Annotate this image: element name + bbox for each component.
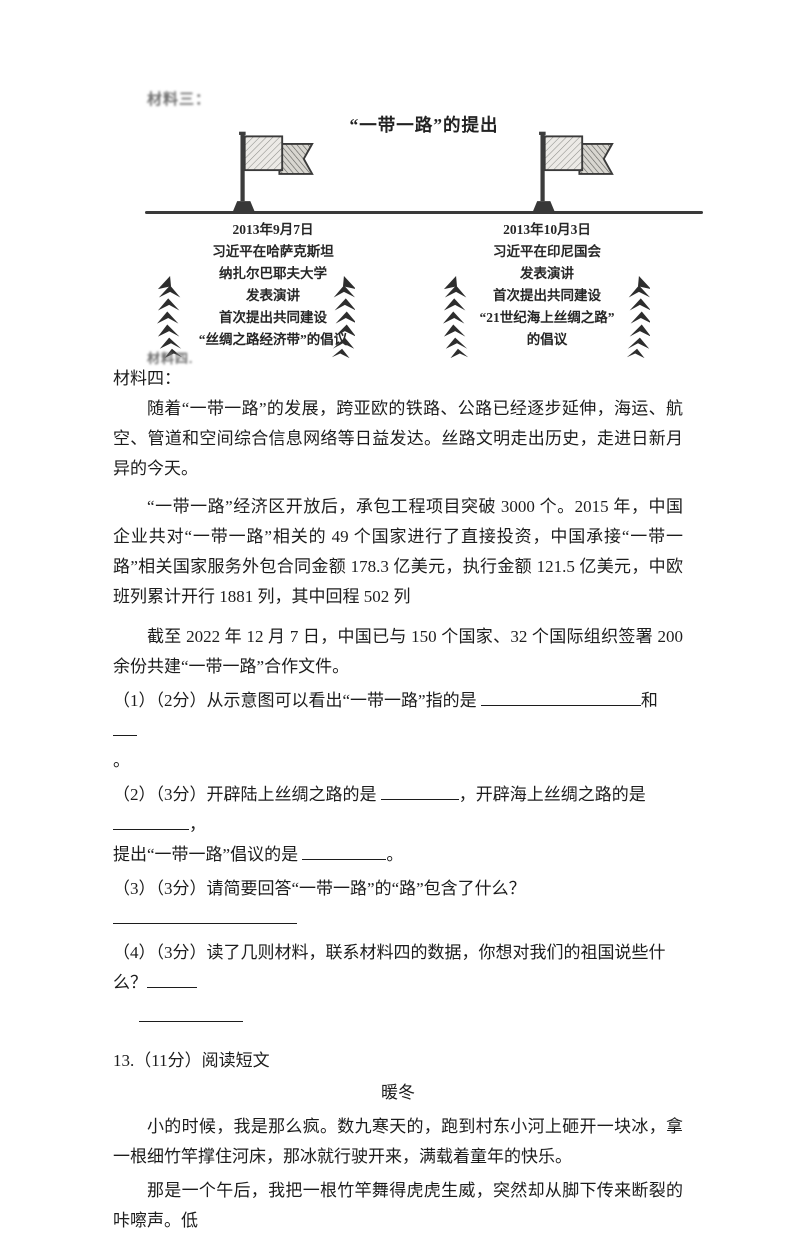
belt-and-road-diagram: “一带一路”的提出 2013年9月7日 习近平在哈萨克斯坦 纳扎尔巴耶夫大学 发… (145, 100, 703, 368)
timeline-ground-line (145, 211, 703, 214)
event-line: 纳扎尔巴耶夫大学 (219, 266, 327, 281)
flag-icon (225, 131, 315, 213)
document-body: 材料四： 随着“一带一路”的发展，跨亚欧的铁路、公路已经逐步延伸，海运、航空、管… (113, 364, 683, 1236)
answer-blank (113, 719, 137, 736)
material-3-label: 材料三： (147, 92, 212, 108)
material-4-blurry-label: 材料四. (147, 351, 194, 366)
left-event-text: 2013年9月7日 习近平在哈萨克斯坦 纳扎尔巴耶夫大学 发表演讲 首次提出共同… (158, 219, 388, 351)
question-2-line-1: （2）（3分）开辟陆上丝绸之路的是 ，开辟海上丝绸之路的是 ， (113, 780, 683, 840)
answer-blank (139, 1005, 243, 1022)
event-line: “丝绸之路经济带”的倡议 (198, 332, 348, 347)
indent-spacer (113, 1021, 139, 1022)
flag-icon (525, 131, 615, 213)
document-page: { "material3_label": "材料三：", "diagram": … (113, 92, 703, 1230)
question-3-line-1: （3）（3分）请简要回答“一带一路”的“路”包含了什么？ (113, 874, 683, 934)
answer-blank (480, 689, 641, 706)
paragraph: “一带一路”经济区开放后，承包工程项目突破 3000 个。2015 年，中国企业… (113, 497, 683, 606)
answer-blank (113, 907, 297, 924)
event-line: 的倡议 (526, 332, 568, 347)
right-event-text: 2013年10月3日 习近平在印尼国会 发表演讲 首次提出共同建设 “21世纪海… (432, 219, 662, 351)
answer-blank (147, 971, 197, 988)
event-line: 2013年9月7日 (232, 222, 314, 237)
event-line: 发表演讲 (246, 288, 300, 303)
laurel-branch-icon (622, 276, 650, 360)
question-4-line-1: （4）（3分）读了几则材料，联系材料四的数据，你想对我们的祖国说些什么？ (113, 943, 666, 992)
paragraph: 小的时候，我是那么疯。数九寒天的，跑到村东小河上砸开一块冰，拿一根细竹竿撑住河床… (113, 1117, 683, 1166)
paragraph: 那是一个午后，我把一根竹竿舞得虎虎生威，突然却从脚下传来断裂的咔嚓声。低 (113, 1181, 683, 1230)
event-line: 发表演讲 (520, 266, 574, 281)
question-1-line-2: 。 (113, 751, 130, 770)
question-1-line-1: （1）（2分）从示意图可以看出“一带一路”指的是 和 (113, 686, 683, 746)
event-line: 习近平在哈萨克斯坦 (212, 244, 334, 259)
laurel-branch-icon (327, 276, 355, 360)
event-line: 首次提出共同建设 (493, 288, 601, 303)
question-2-line-2: 提出“一带一路”倡议的是 。 (113, 840, 683, 870)
event-line: 习近平在印尼国会 (493, 244, 601, 259)
material-4-label: 材料四： (113, 369, 181, 388)
paragraph: 截至 2022 年 12 月 7 日，中国已与 150 个国家、32 个国际组织… (113, 627, 683, 676)
answer-blank (113, 813, 189, 830)
diagram-title: “一带一路”的提出 (349, 115, 499, 135)
essay-title: 暖冬 (381, 1083, 415, 1102)
question-4-line-2 (113, 1002, 683, 1032)
paragraph: 随着“一带一路”的发展，跨亚欧的铁路、公路已经逐步延伸，海运、航空、管道和空间综… (113, 399, 683, 478)
answer-blank (302, 843, 387, 860)
laurel-branch-icon (443, 276, 471, 360)
event-line: “21世纪海上丝绸之路” (479, 310, 615, 325)
answer-blank (380, 783, 459, 800)
question-13-heading: 13.（11分）阅读短文 (113, 1051, 270, 1070)
event-line: 首次提出共同建设 (219, 310, 327, 325)
event-line: 2013年10月3日 (503, 222, 591, 237)
